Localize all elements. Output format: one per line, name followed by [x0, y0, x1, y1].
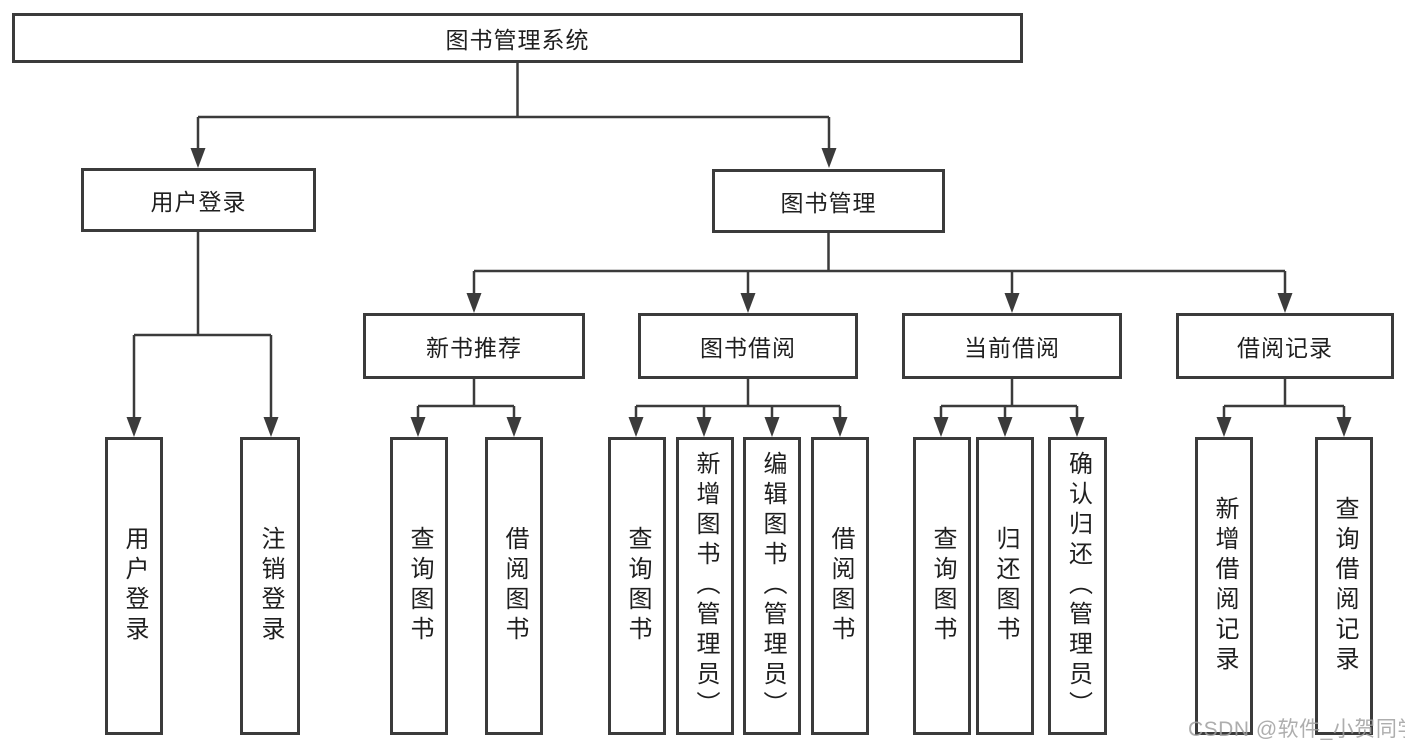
node-borrow-records: 借阅记录 — [1176, 313, 1394, 379]
leaf-confirm-return-admin: 确认归还（管理员） — [1048, 437, 1107, 735]
leaf-add-borrow-record: 新增借阅记录 — [1195, 437, 1253, 735]
node-book-management-label: 图书管理 — [780, 190, 877, 216]
connector-recommend-to-leaves — [418, 379, 514, 408]
leaf-logout: 注销登录 — [240, 437, 300, 735]
node-root-label: 图书管理系统 — [445, 27, 590, 53]
node-user-login: 用户登录 — [81, 168, 316, 232]
node-book-management: 图书管理 — [712, 169, 945, 233]
connector-userlogin-to-leaves — [134, 232, 271, 337]
leaf-query-borrow-record-label: 查询借阅记录 — [1331, 496, 1358, 676]
leaf-query-books-current-label: 查询图书 — [929, 526, 956, 646]
connector-root-to-level2 — [198, 63, 829, 119]
node-current-borrow-label: 当前借阅 — [964, 335, 1060, 361]
leaf-add-books-admin-label: 新增图书（管理员） — [692, 451, 719, 721]
node-borrow-records-label: 借阅记录 — [1237, 335, 1333, 361]
leaf-return-books: 归还图书 — [976, 437, 1034, 735]
leaf-edit-books-admin-label: 编辑图书（管理员） — [759, 451, 786, 721]
connector-current-to-leaves — [941, 379, 1077, 408]
leaf-borrow-books-recommend: 借阅图书 — [485, 437, 543, 735]
leaf-query-books-borrow-label: 查询图书 — [624, 526, 651, 646]
leaf-logout-label: 注销登录 — [257, 526, 284, 646]
leaf-query-books-recommend-label: 查询图书 — [406, 526, 433, 646]
node-current-borrow: 当前借阅 — [902, 313, 1122, 379]
leaf-query-books-borrow: 查询图书 — [608, 437, 666, 735]
connector-borrow-to-leaves — [636, 379, 840, 408]
leaf-user-login: 用户登录 — [105, 437, 163, 735]
leaf-query-borrow-record: 查询借阅记录 — [1315, 437, 1373, 735]
leaf-edit-books-admin: 编辑图书（管理员） — [743, 437, 801, 735]
leaf-return-books-label: 归还图书 — [992, 526, 1019, 646]
connector-records-to-leaves — [1224, 379, 1344, 408]
leaf-borrow-books: 借阅图书 — [811, 437, 869, 735]
node-new-book-recommend-label: 新书推荐 — [426, 335, 522, 361]
node-new-book-recommend: 新书推荐 — [363, 313, 585, 379]
leaf-add-books-admin: 新增图书（管理员） — [676, 437, 734, 735]
leaf-query-books-recommend: 查询图书 — [390, 437, 448, 735]
leaf-user-login-label: 用户登录 — [121, 526, 148, 646]
node-root: 图书管理系统 — [12, 13, 1023, 63]
connector-bookmgmt-to-level3 — [474, 233, 1285, 273]
leaf-confirm-return-admin-label: 确认归还（管理员） — [1064, 451, 1092, 721]
leaf-borrow-books-recommend-label: 借阅图书 — [501, 526, 528, 646]
node-book-borrow-label: 图书借阅 — [700, 335, 796, 361]
node-user-login-label: 用户登录 — [150, 189, 247, 215]
node-book-borrow: 图书借阅 — [638, 313, 858, 379]
leaf-add-borrow-record-label: 新增借阅记录 — [1211, 496, 1238, 676]
csdn-watermark: CSDN @软件_小贺同学 — [1188, 718, 1405, 741]
leaf-borrow-books-label: 借阅图书 — [827, 526, 854, 646]
leaf-query-books-current: 查询图书 — [913, 437, 971, 735]
